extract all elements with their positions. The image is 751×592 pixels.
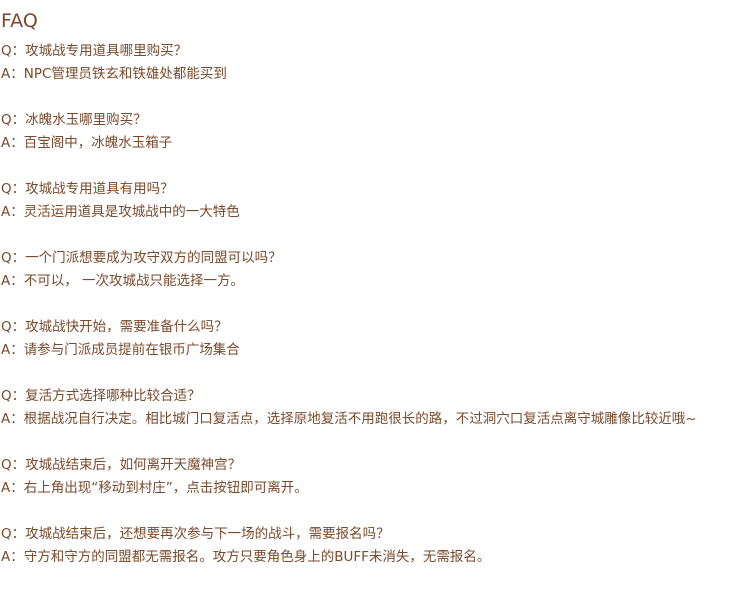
faq-answer: A：不可以， 一次攻城战只能选择一方。 <box>1 273 245 289</box>
faq-item: Q：复活方式选择哪种比较合适？ A：根据战况自行决定。相比城门口复活点，选择原地… <box>1 385 749 454</box>
faq-question: Q：攻城战快开始，需要准备什么吗？ <box>1 319 228 335</box>
faq-item: Q：攻城战结束后，如何离开天魔神宫？ A：右上角出现“移动到村庄”，点击按钮即可… <box>1 454 749 523</box>
page-title: FAQ <box>1 10 38 32</box>
faq-item: Q：冰魄水玉哪里购买？ A：百宝阁中，冰魄水玉箱子 <box>1 109 749 178</box>
faq-question: Q：复活方式选择哪种比较合适？ <box>1 388 201 404</box>
faq-question: Q：一个门派想要成为攻守双方的同盟可以吗？ <box>1 250 282 266</box>
faq-item: Q：攻城战专用道具哪里购买？ A：NPC管理员铁玄和铁雄处都能买到 <box>1 40 749 109</box>
faq-list: Q：攻城战专用道具哪里购买？ A：NPC管理员铁玄和铁雄处都能买到 Q：冰魄水玉… <box>1 40 749 592</box>
faq-question: Q：攻城战结束后，如何离开天魔神宫？ <box>1 457 242 473</box>
faq-answer: A：百宝阁中，冰魄水玉箱子 <box>1 135 173 151</box>
faq-answer: A：NPC管理员铁玄和铁雄处都能买到 <box>1 66 227 82</box>
faq-item: Q：攻城战结束后，还想要再次参与下一场的战斗，需要报名吗？ A：守方和守方的同盟… <box>1 523 749 592</box>
faq-answer: A：守方和守方的同盟都无需报名。攻方只要角色身上的BUFF未消失，无需报名。 <box>1 549 491 565</box>
faq-question: Q：攻城战结束后，还想要再次参与下一场的战斗，需要报名吗？ <box>1 526 390 542</box>
faq-item: Q：一个门派想要成为攻守双方的同盟可以吗？ A：不可以， 一次攻城战只能选择一方… <box>1 247 749 316</box>
faq-item: Q：攻城战快开始，需要准备什么吗？ A：请参与门派成员提前在银币广场集合 <box>1 316 749 385</box>
faq-question: Q：攻城战专用道具哪里购买？ <box>1 43 188 59</box>
faq-answer: A：灵活运用道具是攻城战中的一大特色 <box>1 204 240 220</box>
faq-answer: A：请参与门派成员提前在银币广场集合 <box>1 342 240 358</box>
faq-answer: A：右上角出现“移动到村庄”，点击按钮即可离开。 <box>1 480 308 496</box>
faq-question: Q：攻城战专用道具有用吗？ <box>1 181 174 197</box>
faq-question: Q：冰魄水玉哪里购买？ <box>1 112 147 128</box>
faq-answer: A：根据战况自行决定。相比城门口复活点，选择原地复活不用跑很长的路，不过洞穴口复… <box>1 411 697 427</box>
faq-item: Q：攻城战专用道具有用吗？ A：灵活运用道具是攻城战中的一大特色 <box>1 178 749 247</box>
